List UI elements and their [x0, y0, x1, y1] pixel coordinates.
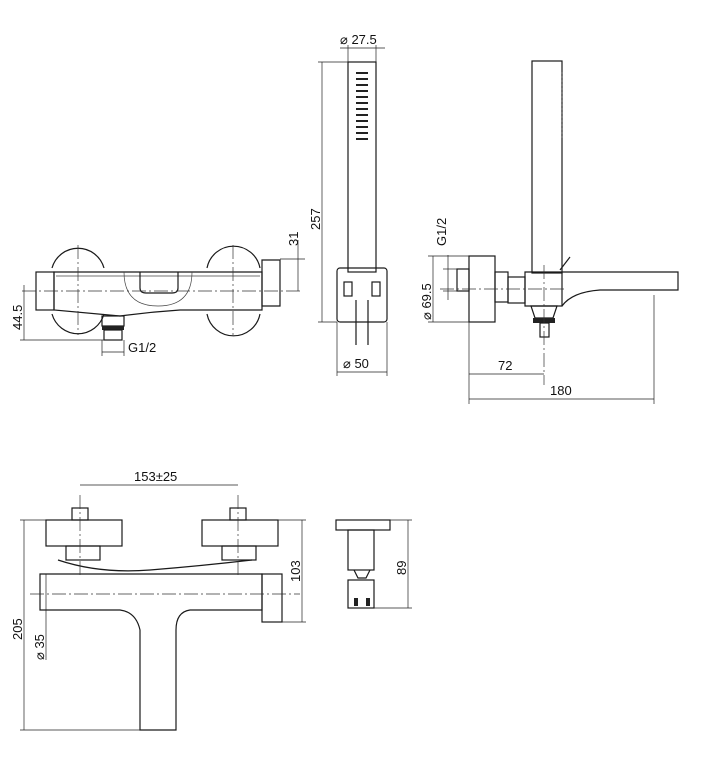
- dim-180-label: 180: [550, 383, 572, 398]
- dim-g12-front-label: G1/2: [128, 340, 156, 355]
- dim-69-5-label: ⌀ 69.5: [419, 283, 434, 320]
- dim-g12-front: G1/2: [101, 340, 156, 356]
- dim-153-label: 153±25: [134, 469, 177, 484]
- dim-44-5: 44.5: [10, 285, 104, 341]
- dim-69-5: ⌀ 69.5: [419, 255, 469, 323]
- front-view-bottom: [30, 495, 300, 731]
- dim-35: ⌀ 35: [32, 574, 47, 660]
- dim-44-5-label: 44.5: [10, 305, 25, 330]
- dim-50: ⌀ 50: [336, 322, 388, 376]
- dim-27-5: ⌀ 27.5: [340, 32, 385, 62]
- dim-153: 153±25: [80, 469, 238, 486]
- dim-35-label: ⌀ 35: [32, 634, 47, 660]
- dim-205: 205: [10, 519, 140, 731]
- front-view-top: [22, 245, 300, 341]
- dim-g12-side: G1/2: [434, 218, 457, 300]
- dim-72-180: 72 180: [468, 295, 655, 404]
- dim-103-label: 103: [288, 560, 303, 582]
- dim-257-label: 257: [308, 208, 323, 230]
- dim-103: 103: [278, 519, 306, 623]
- dim-50-label: ⌀ 50: [343, 356, 369, 371]
- dim-31: 31: [280, 232, 305, 291]
- dim-27-5-label: ⌀ 27.5: [340, 32, 377, 47]
- dim-89: 89: [374, 519, 412, 609]
- dim-72-label: 72: [498, 358, 512, 373]
- dim-89-label: 89: [394, 561, 409, 575]
- dim-257: 257: [308, 61, 348, 323]
- holder-side-view: [335, 519, 391, 609]
- handshower-front: [336, 61, 388, 345]
- dim-31-label: 31: [286, 232, 301, 246]
- dim-g12-side-label: G1/2: [434, 218, 449, 246]
- dim-205-label: 205: [10, 618, 25, 640]
- side-view: [440, 60, 679, 385]
